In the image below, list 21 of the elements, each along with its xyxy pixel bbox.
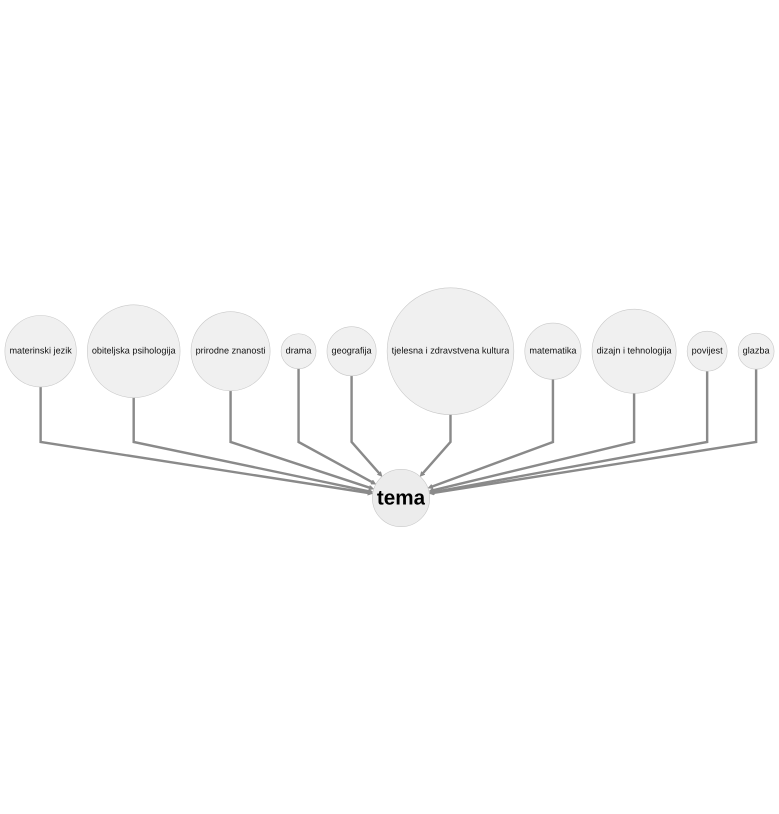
node-circle: drama <box>280 333 316 369</box>
node-circle: glazba <box>738 332 774 370</box>
arrow <box>428 379 554 489</box>
arrow <box>229 390 374 490</box>
node-circle: dizajn i tehnologija <box>592 308 676 394</box>
arrow <box>428 393 636 492</box>
arrow <box>39 386 373 496</box>
node-circle: geografija <box>326 326 376 376</box>
arrow <box>297 368 376 484</box>
arrow <box>350 376 382 476</box>
arrow <box>429 368 758 496</box>
node-circle: materinski jezik <box>4 314 77 387</box>
node-circle: povijest <box>686 330 728 372</box>
arrow <box>429 370 708 494</box>
node-circle: tema <box>372 468 430 527</box>
node-circle: obiteljska psihologija <box>87 304 180 398</box>
node-circle: prirodne znanosti <box>190 311 270 391</box>
node-circle: tjelesna i zdravstvena kultura <box>386 287 514 415</box>
node-circle: matematika <box>524 322 582 380</box>
arrow <box>132 397 374 494</box>
arrow <box>420 414 452 476</box>
